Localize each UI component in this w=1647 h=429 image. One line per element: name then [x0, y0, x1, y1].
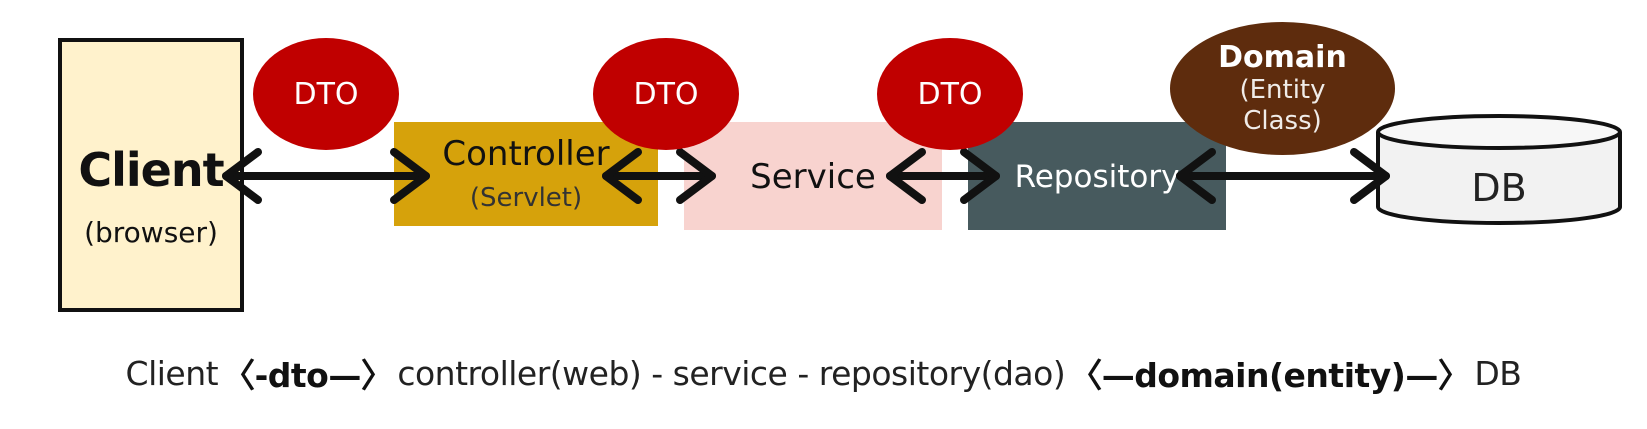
domain-subtitle-line2: Class) — [1243, 105, 1322, 136]
controller-subtitle: (Servlet) — [469, 183, 583, 213]
controller-title: Controller — [442, 134, 610, 174]
client-box — [58, 38, 244, 312]
client-title: Client — [78, 143, 224, 197]
caption-client: Client — [125, 353, 219, 393]
db-label: DB — [1471, 166, 1527, 210]
caption-dto-arrow: 〈-dto—〉 — [222, 356, 394, 395]
caption-domain-arrow: 〈—domain(entity)—〉 — [1069, 356, 1471, 395]
repository-label: Repository — [1014, 159, 1180, 195]
service-label: Service — [750, 157, 876, 197]
domain-title: Domain — [1218, 39, 1347, 75]
dto-badge-client-controller: DTO — [253, 38, 399, 150]
caption: Client 〈-dto—〉 controller(web) - service… — [0, 347, 1647, 399]
caption-layers: controller(web) - service - repository(d… — [397, 353, 1066, 393]
caption-db: DB — [1474, 353, 1522, 393]
client-subtitle: (browser) — [84, 215, 218, 249]
dto-badge-controller-service: DTO — [593, 38, 739, 150]
domain-subtitle-line1: (Entity — [1239, 74, 1326, 105]
domain-badge: Domain (Entity Class) — [1170, 22, 1395, 155]
dto-badge-service-repository: DTO — [877, 38, 1023, 150]
